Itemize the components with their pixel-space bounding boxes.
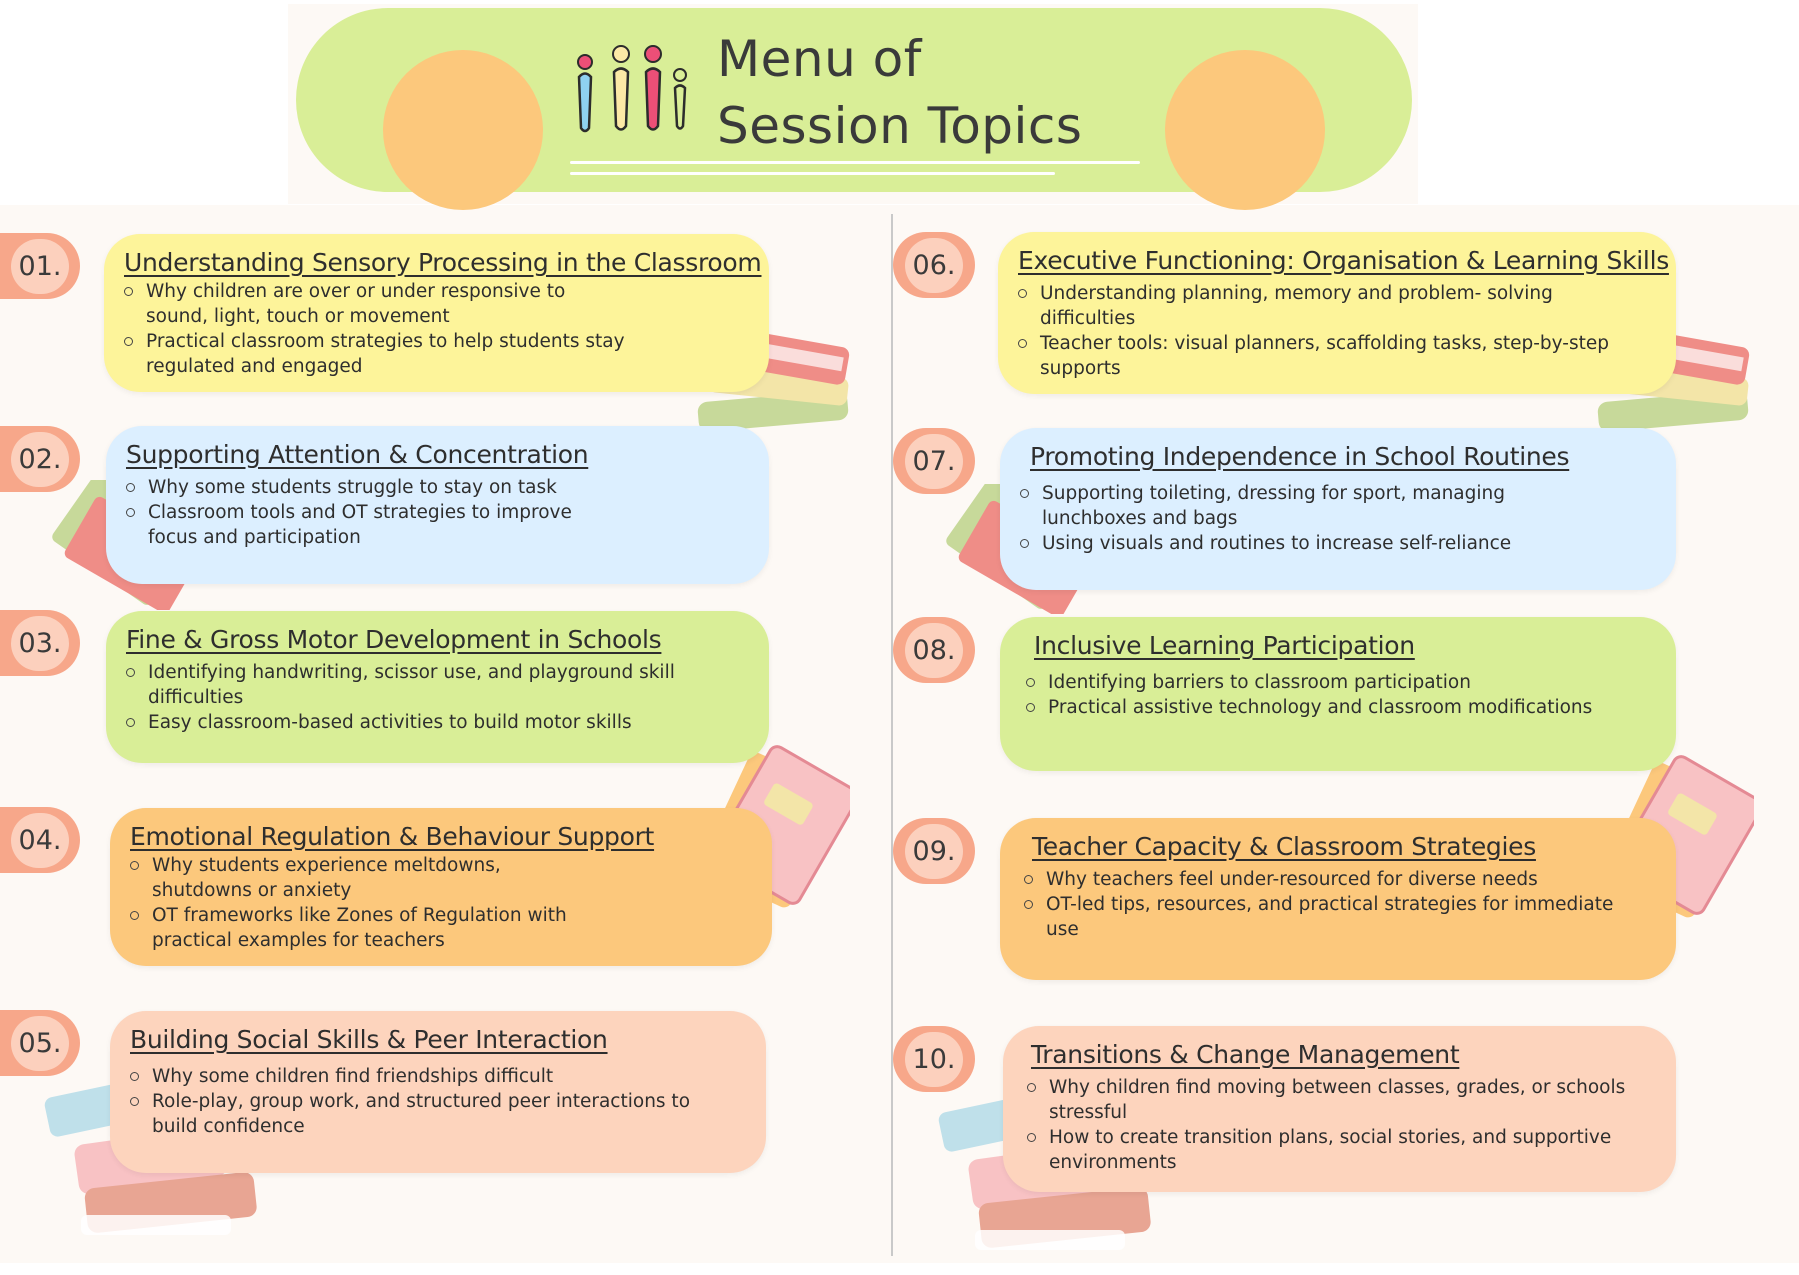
topic-bullet: How to create transition plans, social s… (1027, 1125, 1652, 1175)
topic-number-badge: 02. (0, 426, 80, 492)
page-title-line-1: Menu of (717, 30, 922, 88)
topic-title: Building Social Skills & Peer Interactio… (130, 1025, 608, 1054)
topic-bullet: Why some children find friendships diffi… (130, 1064, 715, 1089)
topic-number-badge: 04. (0, 807, 80, 873)
topic-card-8: Inclusive Learning Participation Identif… (1000, 617, 1676, 771)
topic-number-badge: 05. (0, 1010, 80, 1076)
topic-title: Understanding Sensory Processing in the … (124, 248, 762, 277)
topic-card-2: Supporting Attention & Concentration Why… (106, 426, 769, 584)
topic-card-5: Building Social Skills & Peer Interactio… (110, 1011, 766, 1173)
topic-bullet: Classroom tools and OT strategies to imp… (126, 500, 616, 550)
topic-title: Transitions & Change Management (1031, 1040, 1460, 1069)
topic-bullet: Why teachers feel under-resourced for di… (1024, 867, 1644, 892)
title-underline (570, 161, 1140, 164)
column-divider (891, 214, 893, 1256)
topic-number-badge: 08. (893, 617, 975, 683)
topic-card-6: Executive Functioning: Organisation & Le… (998, 232, 1676, 394)
topic-card-10: Transitions & Change Management Why chil… (1003, 1026, 1676, 1192)
header-circle-left (383, 50, 543, 210)
topic-title: Teacher Capacity & Classroom Strategies (1032, 832, 1536, 861)
topic-card-9: Teacher Capacity & Classroom Strategies … (1000, 818, 1676, 980)
topic-bullet: Practical assistive technology and class… (1026, 695, 1626, 720)
topic-bullet: Supporting toileting, dressing for sport… (1020, 481, 1580, 531)
topic-title: Fine & Gross Motor Development in School… (126, 625, 662, 654)
topic-title: Emotional Regulation & Behaviour Support (130, 822, 655, 851)
topic-number-badge: 07. (893, 428, 975, 494)
title-underline-short (570, 172, 1055, 175)
topic-bullet: OT frameworks like Zones of Regulation w… (130, 903, 570, 953)
topic-number-badge: 09. (893, 818, 975, 884)
topic-title: Inclusive Learning Participation (1034, 631, 1415, 660)
topic-card-1: Understanding Sensory Processing in the … (104, 234, 769, 392)
topic-number-badge: 01. (0, 233, 80, 299)
topic-title: Executive Functioning: Organisation & Le… (1018, 246, 1669, 275)
topic-card-4: Emotional Regulation & Behaviour Support… (110, 808, 772, 966)
topic-bullet: Identifying barriers to classroom partic… (1026, 670, 1626, 695)
topic-bullet: Why students experience meltdowns, shutd… (130, 853, 570, 903)
topic-bullet: Easy classroom-based activities to build… (126, 710, 726, 735)
topic-title: Supporting Attention & Concentration (126, 440, 589, 469)
topic-card-3: Fine & Gross Motor Development in School… (106, 611, 769, 763)
topic-bullet: Understanding planning, memory and probl… (1018, 281, 1618, 331)
page-title-line-2: Session Topics (717, 97, 1083, 155)
topic-bullet: Identifying handwriting, scissor use, an… (126, 660, 726, 710)
topic-bullet: Role-play, group work, and structured pe… (130, 1089, 715, 1139)
topic-bullet: Why children find moving between classes… (1027, 1075, 1652, 1125)
topic-bullet: Practical classroom strategies to help s… (124, 329, 629, 379)
topic-bullet: Why children are over or under responsiv… (124, 279, 629, 329)
topic-bullet: Using visuals and routines to increase s… (1020, 531, 1620, 556)
topic-bullet: OT-led tips, resources, and practical st… (1024, 892, 1644, 942)
header-circle-right (1165, 50, 1325, 210)
topic-bullet: Why some students struggle to stay on ta… (126, 475, 616, 500)
topic-number-badge: 06. (893, 232, 975, 298)
topic-bullet: Teacher tools: visual planners, scaffold… (1018, 331, 1638, 381)
topic-title: Promoting Independence in School Routine… (1030, 442, 1570, 471)
topic-card-7: Promoting Independence in School Routine… (1000, 428, 1676, 590)
topic-number-badge: 03. (0, 610, 80, 676)
people-icon (577, 45, 687, 133)
topic-number-badge: 10. (893, 1026, 975, 1092)
